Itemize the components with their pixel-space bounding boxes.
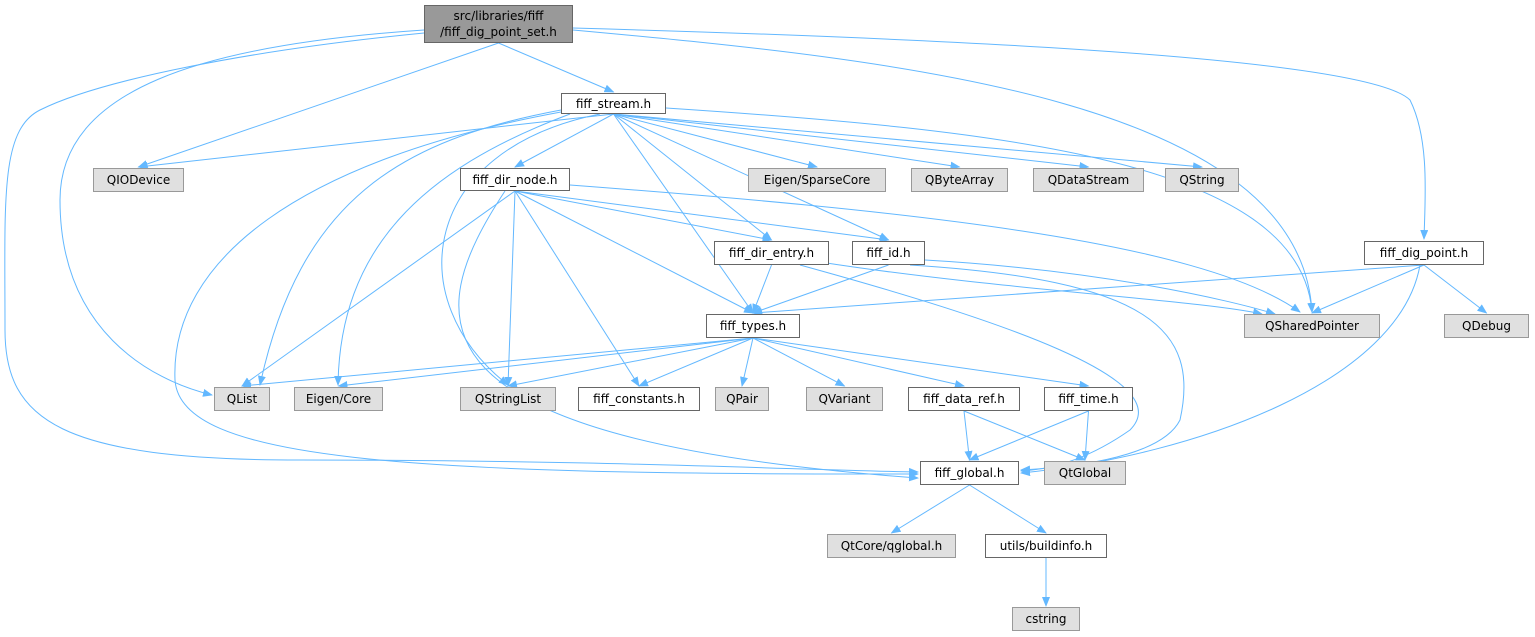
edge-fiff_stream-to-QString [613,113,1203,171]
edge-fiff_types-to-EigenCore [337,337,754,389]
node-root[interactable]: src/libraries/fiff /fiff_dig_point_set.h [424,5,573,43]
node-eigensparse[interactable]: Eigen/SparseCore [748,168,886,192]
edge-fiff_stream-to-QDataStream [613,113,1090,170]
edge-root-to-QSharedPointer [572,29,1316,313]
node-qiodevice[interactable]: QIODevice [93,168,184,192]
node-fiff-dir-node[interactable]: fiff_dir_node.h [460,168,570,191]
edge-fiff_dig_point-to-QSharedPointer [1311,264,1425,314]
edge-fiff_dir_entry-to-fiff_types [752,264,772,314]
node-qstringlist[interactable]: QStringList [460,387,556,411]
node-fiff-time[interactable]: fiff_time.h [1044,387,1133,411]
edge-fiff_id-to-QSharedPointer [924,259,1276,316]
edge-fiff_types-to-QList [241,337,754,390]
node-eigencore[interactable]: Eigen/Core [294,387,383,411]
node-fiff-global[interactable]: fiff_global.h [920,461,1019,485]
edge-fiff_data_ref-to-QtGlobal [963,410,1086,461]
edge-root-to-QList [59,29,425,397]
edge-fiff_dir_entry-to-fiff_global [799,264,1139,475]
node-qvariant[interactable]: QVariant [806,387,883,411]
edge-fiff_dir_entry-to-QSharedPointer [819,261,1263,316]
edge-root-to-fiff_global [4,32,919,476]
node-fiff-dir-entry[interactable]: fiff_dir_entry.h [714,241,829,265]
edge-fiff_types-to-fiff_constants [638,337,754,387]
edge-fiff_global-to-qglobal [890,484,970,534]
edge-fiff_dig_point-to-fiff_global [1020,264,1421,477]
edge-fiff_stream-to-QSharedPointer [665,107,1316,313]
edge-fiff_dir_node-to-fiff_constants [514,190,640,387]
node-qpair[interactable]: QPair [715,387,769,411]
edge-fiff_global-to-buildinfo [969,484,1047,534]
node-fiff-dig-point[interactable]: fiff_dig_point.h [1364,241,1484,265]
edge-fiff_dir_node-to-QList [241,190,516,387]
edge-fiff_time-to-QtGlobal [1081,410,1090,461]
node-qstring[interactable]: QString [1165,168,1239,192]
edge-fiff_dir_node-to-fiff_id [514,190,890,243]
edge-root-to-QIODevice [137,42,499,168]
edge-fiff_types-to-fiff_time [752,337,1090,389]
node-fiff-data-ref[interactable]: fiff_data_ref.h [908,387,1020,411]
node-buildinfo[interactable]: utils/buildinfo.h [985,534,1107,558]
node-qdebug[interactable]: QDebug [1444,314,1529,338]
edge-fiff_stream-to-fiff_global [174,111,919,479]
edge-fiff_stream-to-fiff_dir_entry [613,113,773,241]
node-qglobal[interactable]: QtCore/qglobal.h [827,534,956,558]
edge-fiff_data_ref-to-fiff_global [963,410,973,461]
edge-fiff_stream-to-EigenCore [334,113,571,386]
edge-fiff_stream-to-fiff_dir_node [514,113,614,168]
edge-fiff_id-to-fiff_types [752,264,889,314]
edge-fiff_types-to-QStringList [507,337,754,389]
node-qdatastream[interactable]: QDataStream [1033,168,1144,192]
node-cstring[interactable]: cstring [1012,607,1080,631]
edge-fiff_stream-to-QList [257,109,562,386]
node-qbytearray[interactable]: QByteArray [911,168,1008,192]
edge-root-to-fiff_stream [498,42,615,93]
node-qsharedpointer[interactable]: QSharedPointer [1244,314,1380,338]
edge-fiff_stream-to-QStringList [441,113,601,386]
edge-fiff_dig_point-to-fiff_types [752,264,1425,317]
edge-fiff_dir_node-to-QStringList [504,190,516,387]
edge-fiff_dir_node-to-fiff_global [458,190,919,482]
edge-fiff_types-to-QVariant [752,337,846,387]
edge-fiff_id-to-fiff_global [909,264,1185,474]
node-fiff-constants[interactable]: fiff_constants.h [578,387,700,411]
edge-fiff_dig_point-to-QDebug [1423,264,1488,314]
edge-fiff_types-to-QPair [740,337,754,387]
edge-fiff_stream-to-QIODevice [137,113,614,170]
edge-fiff_dir_node-to-fiff_types [514,190,754,314]
node-qlist[interactable]: QList [214,387,270,411]
node-qtglobal[interactable]: QtGlobal [1044,461,1126,485]
edge-fiff_stream-to-EigenSparse [613,113,818,169]
edge-fiff_time-to-fiff_global [968,410,1089,461]
edge-fiff_types-to-fiff_data_ref [752,337,965,388]
edge-fiff_dir_node-to-QSharedPointer [569,184,1301,313]
node-fiff-stream[interactable]: fiff_stream.h [561,93,666,114]
edge-root-to-fiff_dig_point [572,27,1429,240]
node-fiff-types[interactable]: fiff_types.h [706,314,800,338]
edge-fiff_dir_node-to-fiff_dir_entry [514,190,773,243]
node-fiff-id[interactable]: fiff_id.h [852,241,925,265]
edge-fiff_stream-to-QByteArray [613,113,961,170]
